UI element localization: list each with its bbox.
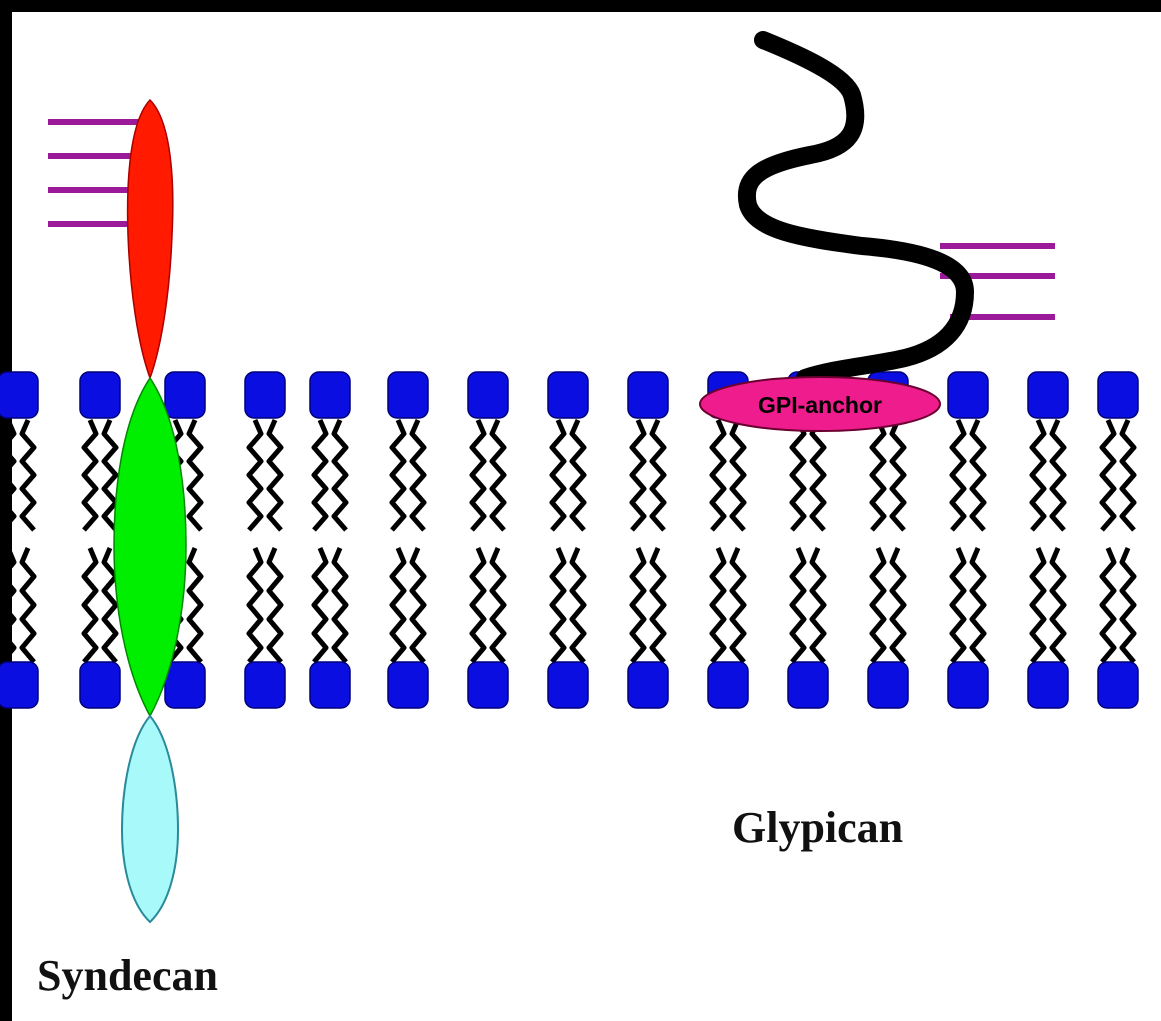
lipid-head-outer: [80, 372, 120, 418]
lipid-head-inner: [788, 662, 828, 708]
lipid-head-outer: [628, 372, 668, 418]
lipid-head-inner: [165, 662, 205, 708]
lipid-head-outer: [1028, 372, 1068, 418]
lipid-head-inner: [468, 662, 508, 708]
lipid-head-inner: [80, 662, 120, 708]
lipid-head-inner: [1028, 662, 1068, 708]
lipid-head-outer: [0, 372, 38, 418]
lipid-head-outer: [548, 372, 588, 418]
gpi-anchor-label: GPI-anchor: [758, 392, 882, 418]
lipid-head-outer: [948, 372, 988, 418]
lipid-head-inner: [708, 662, 748, 708]
lipid-head-outer: [310, 372, 350, 418]
lipid-head-inner: [948, 662, 988, 708]
glypican-label: Glypican: [732, 803, 903, 852]
lipid-head-inner: [245, 662, 285, 708]
lipid-head-inner: [310, 662, 350, 708]
lipid-head-inner: [1098, 662, 1138, 708]
lipid-head-inner: [0, 662, 38, 708]
syndecan-label: Syndecan: [37, 951, 218, 1000]
lipid-head-inner: [868, 662, 908, 708]
lipid-head-outer: [388, 372, 428, 418]
lipid-head-outer: [165, 372, 205, 418]
lipid-head-inner: [388, 662, 428, 708]
lipid-head-outer: [1098, 372, 1138, 418]
lipid-head-outer: [468, 372, 508, 418]
lipid-head-outer: [245, 372, 285, 418]
lipid-head-inner: [548, 662, 588, 708]
lipid-head-inner: [628, 662, 668, 708]
